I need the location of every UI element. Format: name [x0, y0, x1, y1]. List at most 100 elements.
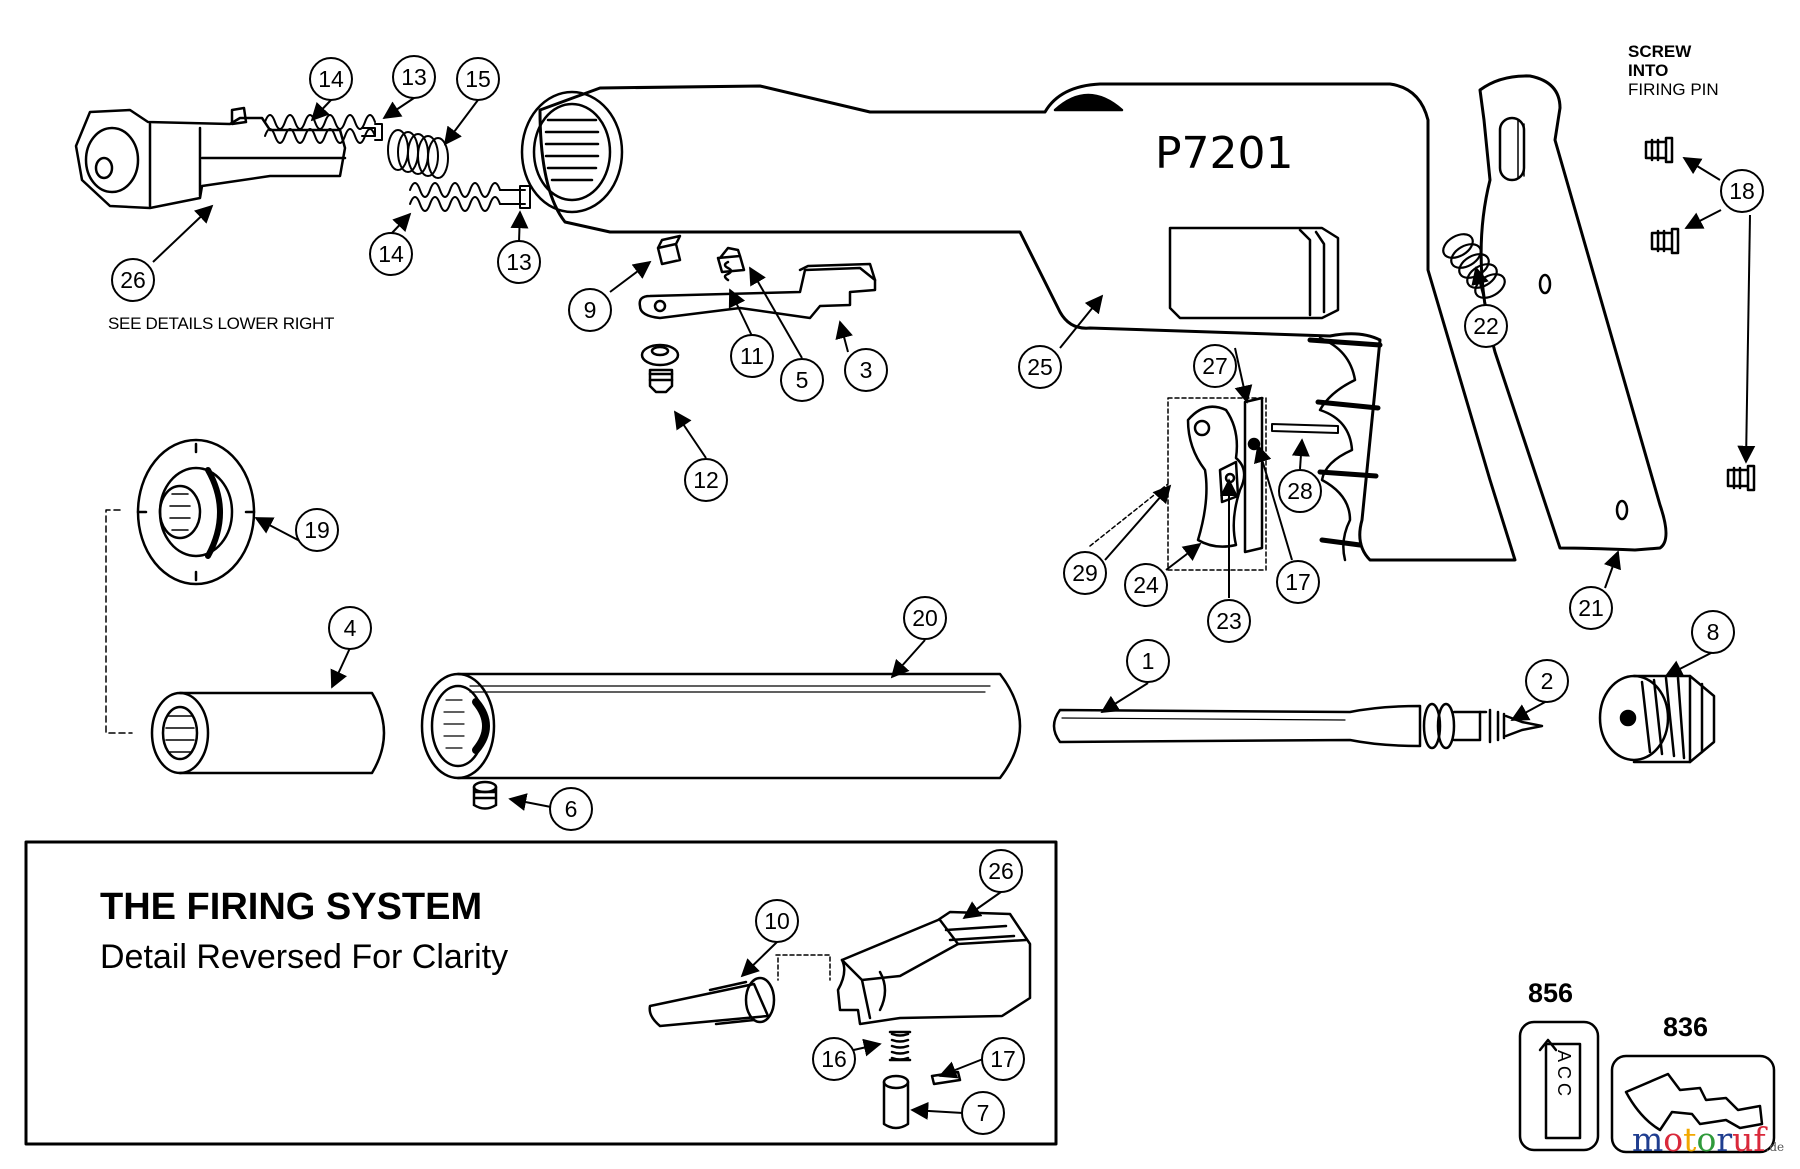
- watermark-part: uf: [1732, 1120, 1766, 1159]
- leader-arrow: [510, 210, 529, 243]
- callout-8: 8: [1691, 610, 1735, 654]
- callout-13: 13: [497, 240, 541, 284]
- callout-26: 26: [979, 849, 1023, 893]
- callout-circle: [1691, 610, 1735, 654]
- callout-23: 23: [1207, 599, 1251, 643]
- leader-arrow: [749, 266, 803, 359]
- callout-11: 11: [730, 334, 774, 378]
- watermark-part: o: [1696, 1120, 1717, 1159]
- callout-10: 10: [755, 899, 799, 943]
- callout-circle: [456, 57, 500, 101]
- leader-arrow: [1165, 542, 1202, 571]
- callout-circle: [979, 849, 1023, 893]
- callout-number: 2: [1541, 668, 1554, 694]
- callout-number: 14: [318, 66, 344, 92]
- accessory-856-label: 856: [1528, 978, 1574, 1008]
- leader-arrow: [330, 647, 351, 689]
- callout-arrows: [152, 97, 1756, 1120]
- callout-number: 3: [860, 357, 873, 383]
- callout-circle: [1063, 551, 1107, 595]
- callout-circle: [755, 899, 799, 943]
- callout-number: 17: [990, 1046, 1016, 1072]
- callout-circle: [1276, 560, 1320, 604]
- callout-circle: [1720, 169, 1764, 213]
- firing-system-title: THE FIRING SYSTEM: [100, 886, 483, 928]
- callout-number: 23: [1216, 608, 1242, 634]
- callout-circle: [328, 606, 372, 650]
- screw-note-line3: FIRING PIN: [1628, 80, 1719, 99]
- screw-into-firing-pin-note: SCREW INTO FIRING PIN: [1628, 42, 1719, 99]
- nut-8-part: [1598, 674, 1716, 764]
- leader-arrow: [910, 1101, 964, 1120]
- firing-pin-1-2-part: [1052, 702, 1544, 750]
- callout-number: 17: [1285, 569, 1311, 595]
- callout-number: 7: [977, 1100, 990, 1126]
- leader-arrow: [1684, 209, 1722, 229]
- callout-number: 27: [1202, 353, 1228, 379]
- callout-9: 9: [568, 288, 612, 332]
- callout-4: 4: [328, 606, 372, 650]
- screw-note-line1: SCREW: [1628, 42, 1692, 61]
- callout-circle: [961, 1091, 1005, 1135]
- callout-circle: [309, 57, 353, 101]
- see-details-note: SEE DETAILS LOWER RIGHT: [108, 314, 335, 333]
- callout-number: 26: [988, 858, 1014, 884]
- callout-12: 12: [684, 458, 728, 502]
- screw-18-parts: [1644, 136, 1756, 492]
- callout-circle: [1464, 304, 1508, 348]
- callout-16: 16: [812, 1037, 856, 1081]
- callout-number: 9: [584, 297, 597, 323]
- callout-number: 10: [764, 908, 790, 934]
- callout-24: 24: [1124, 563, 1168, 607]
- small-parts-9-3-5-11-12: [638, 234, 877, 394]
- accessory-836-label: 836: [1663, 1012, 1709, 1042]
- leader-arrow: [1059, 294, 1104, 349]
- callout-circle: [549, 787, 593, 831]
- callout-circle: [1018, 345, 1062, 389]
- callout-number: 4: [344, 615, 357, 641]
- callout-number: 5: [796, 367, 809, 393]
- callout-number: 1: [1142, 648, 1155, 674]
- callout-number: 19: [304, 517, 330, 543]
- callout-circle: [1193, 344, 1237, 388]
- accessory-836-part: [1610, 1054, 1776, 1154]
- callout-6: 6: [549, 787, 593, 831]
- connector-29: [1089, 483, 1169, 547]
- tube-4-part: [150, 691, 386, 775]
- leader-arrow: [310, 99, 332, 122]
- callout-29: 29: [1063, 551, 1107, 595]
- callout-14: 14: [309, 57, 353, 101]
- callout-27: 27: [1193, 344, 1237, 388]
- watermark-part: o: [1663, 1120, 1684, 1159]
- callout-20: 20: [903, 596, 947, 640]
- leader-arrow: [1604, 550, 1621, 589]
- leader-arrow: [1510, 700, 1548, 721]
- leader-arrow: [1234, 347, 1253, 404]
- callout-number: 24: [1133, 572, 1159, 598]
- callout-number: 14: [378, 241, 404, 267]
- callout-circle: [730, 334, 774, 378]
- firing-system-frame: [24, 840, 1058, 1146]
- leader-arrow: [1100, 682, 1149, 713]
- callout-25: 25: [1018, 345, 1062, 389]
- leader-arrow: [390, 212, 412, 235]
- callout-circle: [684, 458, 728, 502]
- callout-13: 13: [392, 55, 436, 99]
- callout-number: 8: [1707, 619, 1720, 645]
- callout-circle: [1207, 599, 1251, 643]
- callout-22: 22: [1464, 304, 1508, 348]
- callout-number: 13: [506, 249, 532, 275]
- connector-19-4: [105, 509, 133, 734]
- watermark-part: r: [1716, 1120, 1733, 1159]
- callout-circle: [1278, 469, 1322, 513]
- callout-circle: [1124, 563, 1168, 607]
- callout-number: 29: [1072, 560, 1098, 586]
- leader-arrow: [1291, 438, 1310, 470]
- callout-number: 22: [1473, 313, 1499, 339]
- leader-arrow: [962, 891, 1002, 920]
- callout-number: 26: [120, 267, 146, 293]
- callout-circle: [111, 258, 155, 302]
